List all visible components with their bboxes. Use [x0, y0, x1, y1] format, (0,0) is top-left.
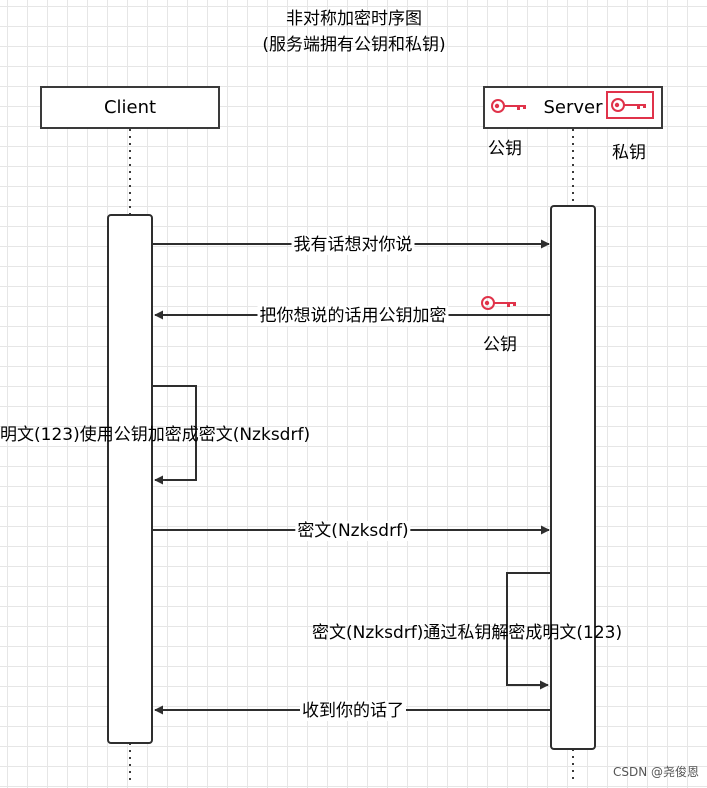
client-participant: Client: [40, 86, 220, 129]
private-key-label: 私钥: [612, 143, 646, 163]
private-key-icon: [611, 98, 646, 112]
private-key-box: [606, 91, 654, 119]
message-key-label: 公钥: [483, 335, 517, 355]
message-label-5: 密文(Nzksdrf)通过私钥解密成明文(123): [312, 623, 623, 643]
message-label-3: 明文(123)使用公钥加密成密文(Nzksdrf): [0, 425, 311, 445]
message-label-2: 把你想说的话用公钥加密: [257, 306, 449, 326]
client-activation-bar: [107, 214, 153, 744]
diagram-subtitle: (服务端拥有公钥和私钥): [262, 35, 446, 55]
public-key-icon: [491, 99, 526, 113]
message-arrow-5-self: [506, 572, 550, 690]
message-label-4: 密文(Nzksdrf): [295, 521, 411, 541]
message-arrow-3-self: [153, 385, 197, 485]
message-public-key-icon: [481, 296, 516, 310]
message-label-1: 我有话想对你说: [291, 235, 415, 255]
client-participant-label: Client: [103, 97, 157, 118]
message-label-6: 收到你的话了: [300, 701, 406, 721]
diagram-title: 非对称加密时序图: [286, 9, 422, 29]
server-activation-bar: [550, 205, 596, 750]
public-key-label: 公钥: [488, 139, 522, 159]
watermark: CSDN @尧俊恩: [612, 765, 699, 779]
server-participant-label: Server: [543, 97, 603, 118]
